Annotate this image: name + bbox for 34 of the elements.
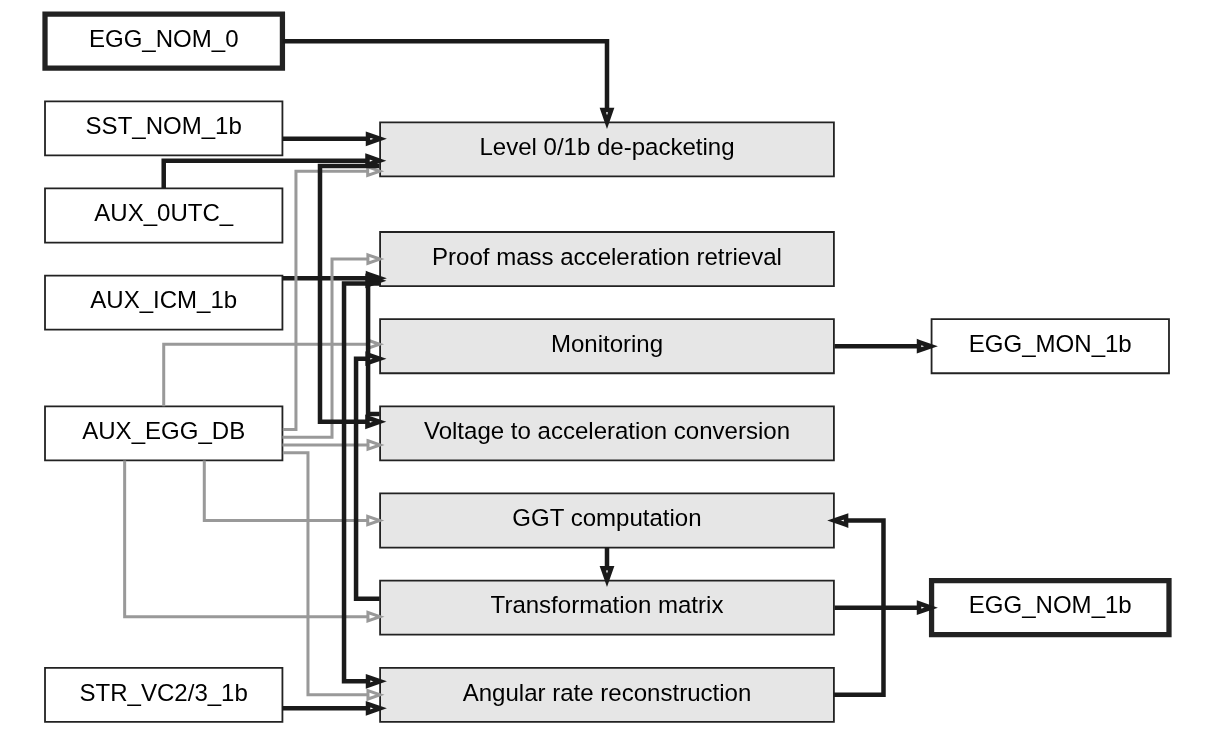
arrow	[364, 273, 386, 417]
node-box: Transformation matrix	[378, 579, 835, 636]
node-box: Angular rate reconstruction	[378, 666, 835, 723]
arrow	[317, 163, 386, 430]
arrow	[282, 38, 614, 129]
arrow	[281, 252, 384, 439]
node-box: Level 0/1b de-packeting	[378, 121, 835, 178]
node-box: Proof mass acceleration retrieval	[378, 231, 835, 287]
arrow	[202, 460, 384, 527]
node-box: AUX_0UTC_	[43, 187, 283, 244]
arrow	[834, 338, 938, 354]
arrow	[282, 438, 385, 452]
arrow	[353, 351, 386, 601]
node-box: AUX_EGG_DB	[43, 405, 283, 462]
arrow	[282, 164, 384, 431]
arrow	[122, 460, 384, 624]
node-box: SST_NOM_1b	[43, 100, 283, 157]
node-box: EGG_NOM_1b	[928, 578, 1172, 638]
arrow	[826, 513, 886, 698]
arrow	[160, 153, 386, 189]
node-box: Monitoring	[378, 318, 835, 375]
node-box: EGG_MON_1b	[930, 318, 1170, 375]
arrow	[599, 547, 614, 588]
arrow	[282, 451, 385, 702]
arrow	[282, 700, 387, 716]
arrow	[834, 600, 938, 616]
node-box: STR_VC2/3_1b	[43, 666, 283, 723]
node-box: Voltage to acceleration conversion	[378, 405, 835, 462]
arrow	[282, 131, 387, 147]
node-box: EGG_NOM_0	[41, 11, 285, 71]
arrow	[341, 281, 387, 689]
node-box: AUX_ICM_1b	[43, 274, 283, 331]
arrow	[161, 337, 384, 407]
node-box: GGT computation	[378, 492, 835, 549]
